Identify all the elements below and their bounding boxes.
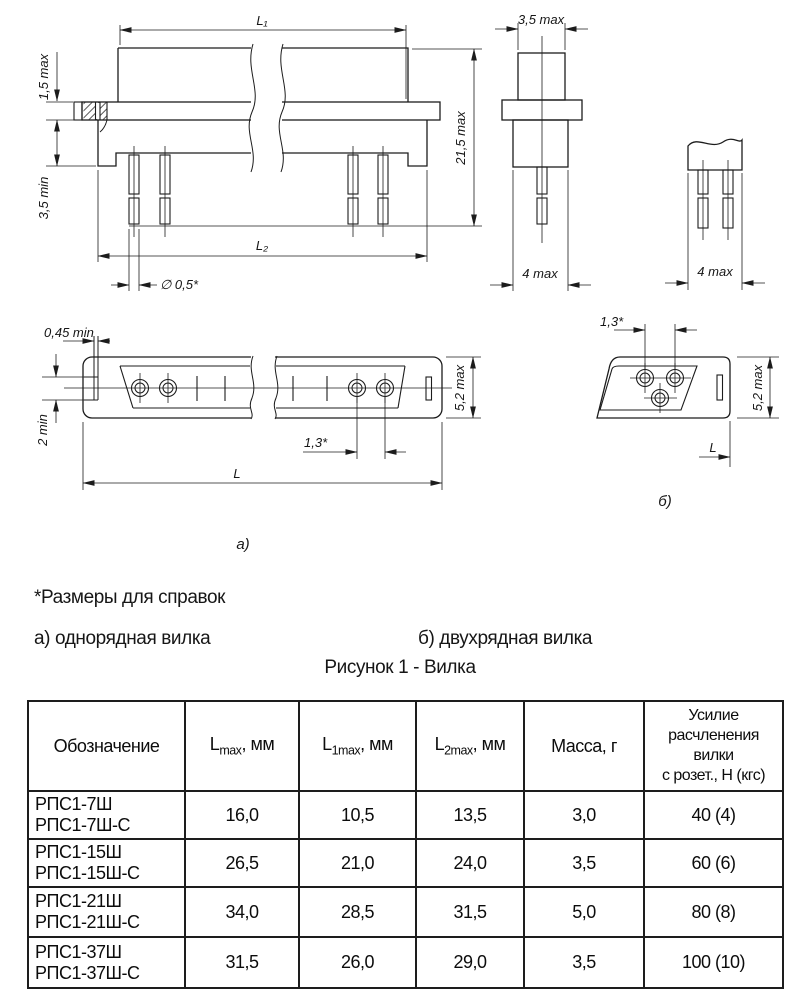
dim-bottom-width: 4 max bbox=[522, 266, 558, 281]
cell-l1max: 21,0 bbox=[298, 838, 417, 888]
cell-mass: 3,5 bbox=[523, 838, 645, 888]
end-view-double: 4 max bbox=[665, 138, 765, 290]
keying-slot bbox=[716, 374, 724, 401]
end-top-block bbox=[517, 52, 566, 101]
insert-recess-right bbox=[276, 365, 406, 409]
cell-l1max: 26,0 bbox=[298, 936, 417, 989]
subfigure-a-caption: а) однорядная вилка bbox=[34, 628, 211, 649]
side-view-dimensions bbox=[46, 25, 482, 291]
dim-l2: L₂ bbox=[256, 238, 268, 253]
subfigure-b-letter: б) bbox=[658, 493, 671, 510]
dim-wall: 0,45 min bbox=[44, 325, 94, 340]
top-view-double: 1,3* 5,2 max L б) bbox=[596, 314, 779, 510]
cell-l1max: 10,5 bbox=[298, 790, 417, 840]
cell-lmax: 26,5 bbox=[184, 838, 300, 888]
flange-fillet bbox=[99, 119, 108, 133]
col-header-designation: Обозначение bbox=[27, 700, 186, 792]
spec-table: Обозначение Lmax, мм L1max, мм L2max, мм… bbox=[27, 700, 784, 989]
cell-lmax: 31,5 bbox=[184, 936, 300, 989]
dim-bottom-width: 4 max bbox=[697, 264, 733, 279]
cell-lmax: 34,0 bbox=[184, 886, 300, 938]
cell-force: 100 (10) bbox=[643, 936, 784, 989]
subfigure-b-caption: б) двухрядная вилка bbox=[418, 628, 593, 649]
side-view: L₁ L₂ 1,5 max 3,5 min 21,5 max ∅ 0,5* bbox=[36, 13, 482, 292]
end-view: 3,5 max 4 max bbox=[490, 12, 591, 291]
col-header-mass: Масса, г bbox=[523, 700, 645, 792]
dim-tab: 2 min bbox=[35, 414, 50, 447]
cell-force: 40 (4) bbox=[643, 790, 784, 840]
col-header-l1max: L1max, мм bbox=[298, 700, 417, 792]
dim-pitch: 1,3* bbox=[304, 435, 328, 450]
dim-post-length: 3,5 min bbox=[36, 177, 51, 220]
top-view-single: 0,45 min 2 min 5,2 max 1,3* L а) bbox=[35, 325, 481, 553]
col-header-lmax: Lmax, мм bbox=[184, 700, 300, 792]
dim-top-width: 3,5 max bbox=[518, 12, 565, 27]
figure-drawing: L₁ L₂ 1,5 max 3,5 min 21,5 max ∅ 0,5* 3,… bbox=[35, 12, 779, 553]
cell-mass: 3,0 bbox=[523, 790, 645, 840]
break-line bbox=[273, 355, 279, 420]
table-header-row: Обозначение Lmax, мм L1max, мм L2max, мм… bbox=[27, 700, 784, 792]
break-line bbox=[278, 43, 286, 173]
dim-width: 5,2 max bbox=[750, 364, 765, 411]
col-header-force: Усилие расчленения вилки с розет., Н (кг… bbox=[643, 700, 784, 792]
end-view-dimensions bbox=[490, 23, 591, 291]
cell-mass: 5,0 bbox=[523, 886, 645, 938]
cell-lmax: 16,0 bbox=[184, 790, 300, 840]
top-view-b-dimensions bbox=[614, 324, 779, 467]
cell-l2max: 13,5 bbox=[415, 790, 525, 840]
col-header-l2max: L2max, мм bbox=[415, 700, 525, 792]
plug-flange-stub bbox=[73, 101, 83, 121]
break-line bbox=[249, 355, 255, 420]
plug-upper-body bbox=[117, 47, 409, 102]
cell-l2max: 24,0 bbox=[415, 838, 525, 888]
top-view-dimensions bbox=[42, 338, 481, 490]
contacts bbox=[630, 363, 724, 413]
dim-length: L bbox=[233, 466, 240, 481]
figure-caption: Рисунок 1 - Вилка bbox=[324, 657, 476, 678]
cell-l2max: 31,5 bbox=[415, 886, 525, 938]
dim-flange-thickness: 1,5 max bbox=[36, 53, 51, 100]
contact-pins bbox=[128, 146, 389, 237]
cell-mass: 3,5 bbox=[523, 936, 645, 989]
cell-l2max: 29,0 bbox=[415, 936, 525, 989]
dim-length: L bbox=[709, 440, 716, 455]
dim-width: 5,2 max bbox=[452, 364, 467, 411]
dim-l1: L₁ bbox=[256, 13, 267, 28]
keying-slot bbox=[425, 376, 433, 401]
insert-recess-left bbox=[119, 365, 250, 409]
dim-pitch: 1,3* bbox=[600, 314, 624, 329]
fragment-body bbox=[687, 138, 743, 171]
reference-note: *Размеры для справок bbox=[34, 587, 226, 608]
subfigure-a-letter: а) bbox=[236, 536, 249, 553]
dim-pin-diameter: ∅ 0,5* bbox=[160, 277, 199, 292]
housing-outline bbox=[596, 356, 731, 419]
cell-force: 80 (8) bbox=[643, 886, 784, 938]
insert-recess bbox=[599, 365, 698, 411]
end-lower-block bbox=[512, 119, 569, 168]
break-line bbox=[248, 43, 256, 173]
cell-force: 60 (6) bbox=[643, 838, 784, 888]
dim-total-height: 21,5 max bbox=[453, 111, 468, 166]
cell-l1max: 28,5 bbox=[298, 886, 417, 938]
